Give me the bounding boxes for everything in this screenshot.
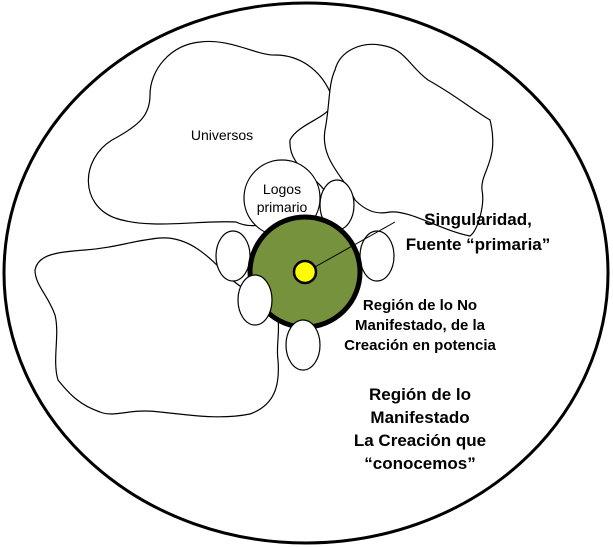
label-no-manifestado-line2: Manifestado, de la [355, 317, 486, 334]
singularity-dot [292, 259, 318, 285]
universe-blob-bottom-left [34, 237, 280, 418]
label-manifestado-line1: Región de lo [369, 385, 471, 404]
label-no-manifestado-line3: Creación en potencia [344, 337, 496, 354]
label-manifestado-line4: “conocemos” [364, 454, 475, 473]
singularity-pointer-line [305, 221, 396, 273]
label-logos-line1: Logos [263, 181, 301, 197]
satellite-ellipse-left [215, 230, 251, 282]
label-singularidad-line2: Fuente “primaria” [406, 235, 551, 254]
satellite-ellipse-bottom [285, 319, 321, 371]
label-logos-line2: primario [257, 199, 308, 215]
label-universos: Universos [191, 127, 253, 143]
universe-blob-top-right [323, 43, 494, 237]
label-manifestado-line3: La Creación que [354, 431, 486, 450]
label-manifestado-line2: Manifestado [370, 408, 469, 427]
label-singularidad-line1: Singularidad, [424, 210, 532, 229]
satellite-ellipse-lower-left [237, 274, 273, 326]
label-no-manifestado-line1: Región de lo No [363, 297, 477, 314]
